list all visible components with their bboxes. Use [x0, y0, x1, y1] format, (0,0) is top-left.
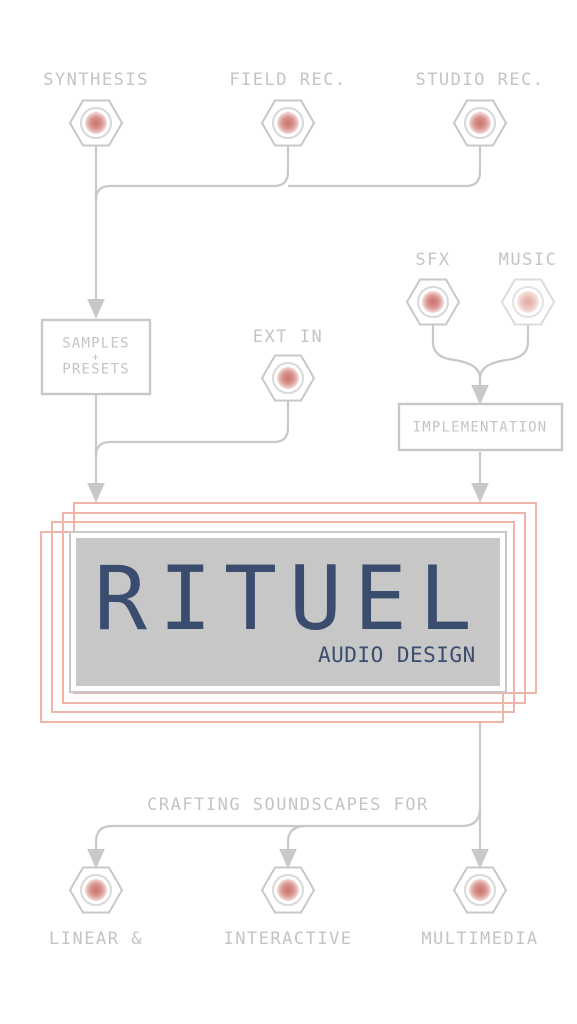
jack-music[interactable] [500, 278, 556, 326]
cable-field-rec [94, 145, 290, 201]
logo-title: RITUEL [94, 547, 484, 650]
cable-out-linear [87, 807, 482, 869]
cable-studio-rec [288, 145, 482, 188]
jack-field-rec[interactable] [260, 99, 316, 147]
samples-label-line1: SAMPLES [62, 335, 130, 352]
logo-subtitle: AUDIO DESIGN [318, 643, 476, 667]
jack-linear[interactable] [68, 866, 124, 914]
jack-ext-in[interactable] [260, 354, 316, 402]
samples-label-line2: + [92, 350, 100, 364]
tagline: CRAFTING SOUNDSCAPES FOR [147, 795, 429, 815]
label-sfx: SFX [415, 250, 451, 270]
jack-studio-rec[interactable] [452, 99, 508, 147]
label-studio-rec: STUDIO REC. [415, 70, 545, 90]
implementation-box [397, 402, 564, 452]
cable-out-interactive [279, 824, 307, 869]
label-ext-in: EXT IN [252, 327, 324, 347]
label-field-rec: FIELD REC. [229, 70, 347, 90]
label-linear: LINEAR & [49, 929, 143, 949]
cable-sfx [431, 324, 482, 379]
samples-presets-box [40, 318, 152, 396]
label-interactive: INTERACTIVE [223, 929, 353, 949]
implementation-label: IMPLEMENTATION [412, 419, 548, 436]
label-multimedia: MULTIMEDIA [421, 929, 539, 949]
label-music: MUSIC [498, 250, 558, 270]
cable-ext-in [94, 400, 290, 457]
cable-music [478, 324, 530, 379]
jack-synthesis[interactable] [68, 99, 124, 147]
samples-label-line3: PRESETS [62, 361, 130, 378]
label-synthesis: SYNTHESIS [43, 70, 149, 90]
logo-panel-inner [76, 538, 500, 686]
jack-sfx[interactable] [405, 278, 461, 326]
jack-multimedia[interactable] [452, 866, 508, 914]
jack-interactive[interactable] [260, 866, 316, 914]
samples-presets-label: SAMPLES + PRESETS [62, 335, 130, 378]
